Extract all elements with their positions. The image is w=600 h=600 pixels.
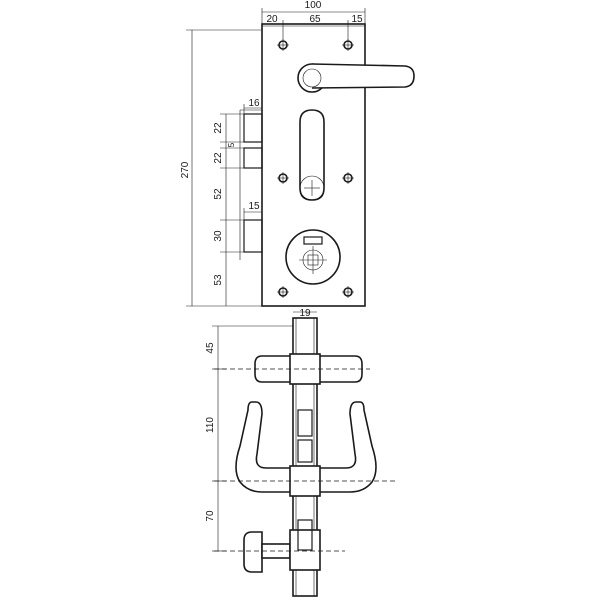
- projection-dimensions: 16 15: [243, 98, 262, 220]
- dim-width-right: 15: [351, 14, 363, 25]
- dim-thumbturn-distance: 70: [205, 510, 216, 522]
- deadbolt: [243, 219, 263, 253]
- screw-hole: [342, 39, 354, 51]
- dim-width-center: 65: [309, 14, 321, 25]
- dim-top-offset: 45: [205, 342, 216, 354]
- dim-bolt-width: 15: [248, 201, 260, 212]
- side-dimensions: 45 110 70: [205, 325, 293, 552]
- latch-2: [243, 147, 263, 169]
- front-view: 100 20 65 15 270 22 5 22 52: [180, 0, 415, 307]
- lever-handle-front: [297, 63, 415, 93]
- screw-hole: [277, 39, 289, 51]
- dim-bottom-height: 53: [213, 274, 224, 286]
- thumb-turn-side: [243, 519, 321, 573]
- dim-width-left: 20: [266, 14, 278, 25]
- screw-hole: [342, 286, 354, 298]
- indicator-window: [303, 236, 323, 245]
- height-dimension: 270: [180, 29, 262, 307]
- dim-handle-distance: 110: [205, 417, 216, 433]
- dim-bolt-height: 30: [213, 230, 224, 242]
- dim-gap-small: 5: [227, 142, 236, 147]
- curved-lever-side: [235, 401, 377, 497]
- latch: [243, 113, 263, 143]
- top-dimensions: 100 20 65 15: [261, 0, 366, 40]
- thumb-turn-rosette: [285, 229, 341, 285]
- latch-side: [297, 409, 313, 437]
- lower-lever-slot: [299, 109, 325, 201]
- dim-thickness: 19: [299, 308, 311, 319]
- left-stack-dimensions: 22 5 22 52 30 53: [213, 113, 244, 306]
- latch-side-2: [297, 439, 313, 463]
- dim-height-total: 270: [180, 161, 191, 178]
- dim-latch-height: 22: [213, 122, 224, 134]
- dim-gap-height: 22: [213, 152, 224, 164]
- side-view: 19: [205, 308, 398, 597]
- screw-hole: [277, 286, 289, 298]
- dim-lower-gap: 52: [213, 188, 224, 200]
- dim-width-total: 100: [305, 0, 322, 11]
- dim-latch-width: 16: [248, 98, 260, 109]
- screw-holes: [277, 39, 354, 298]
- screw-hole: [277, 172, 289, 184]
- screw-hole: [342, 172, 354, 184]
